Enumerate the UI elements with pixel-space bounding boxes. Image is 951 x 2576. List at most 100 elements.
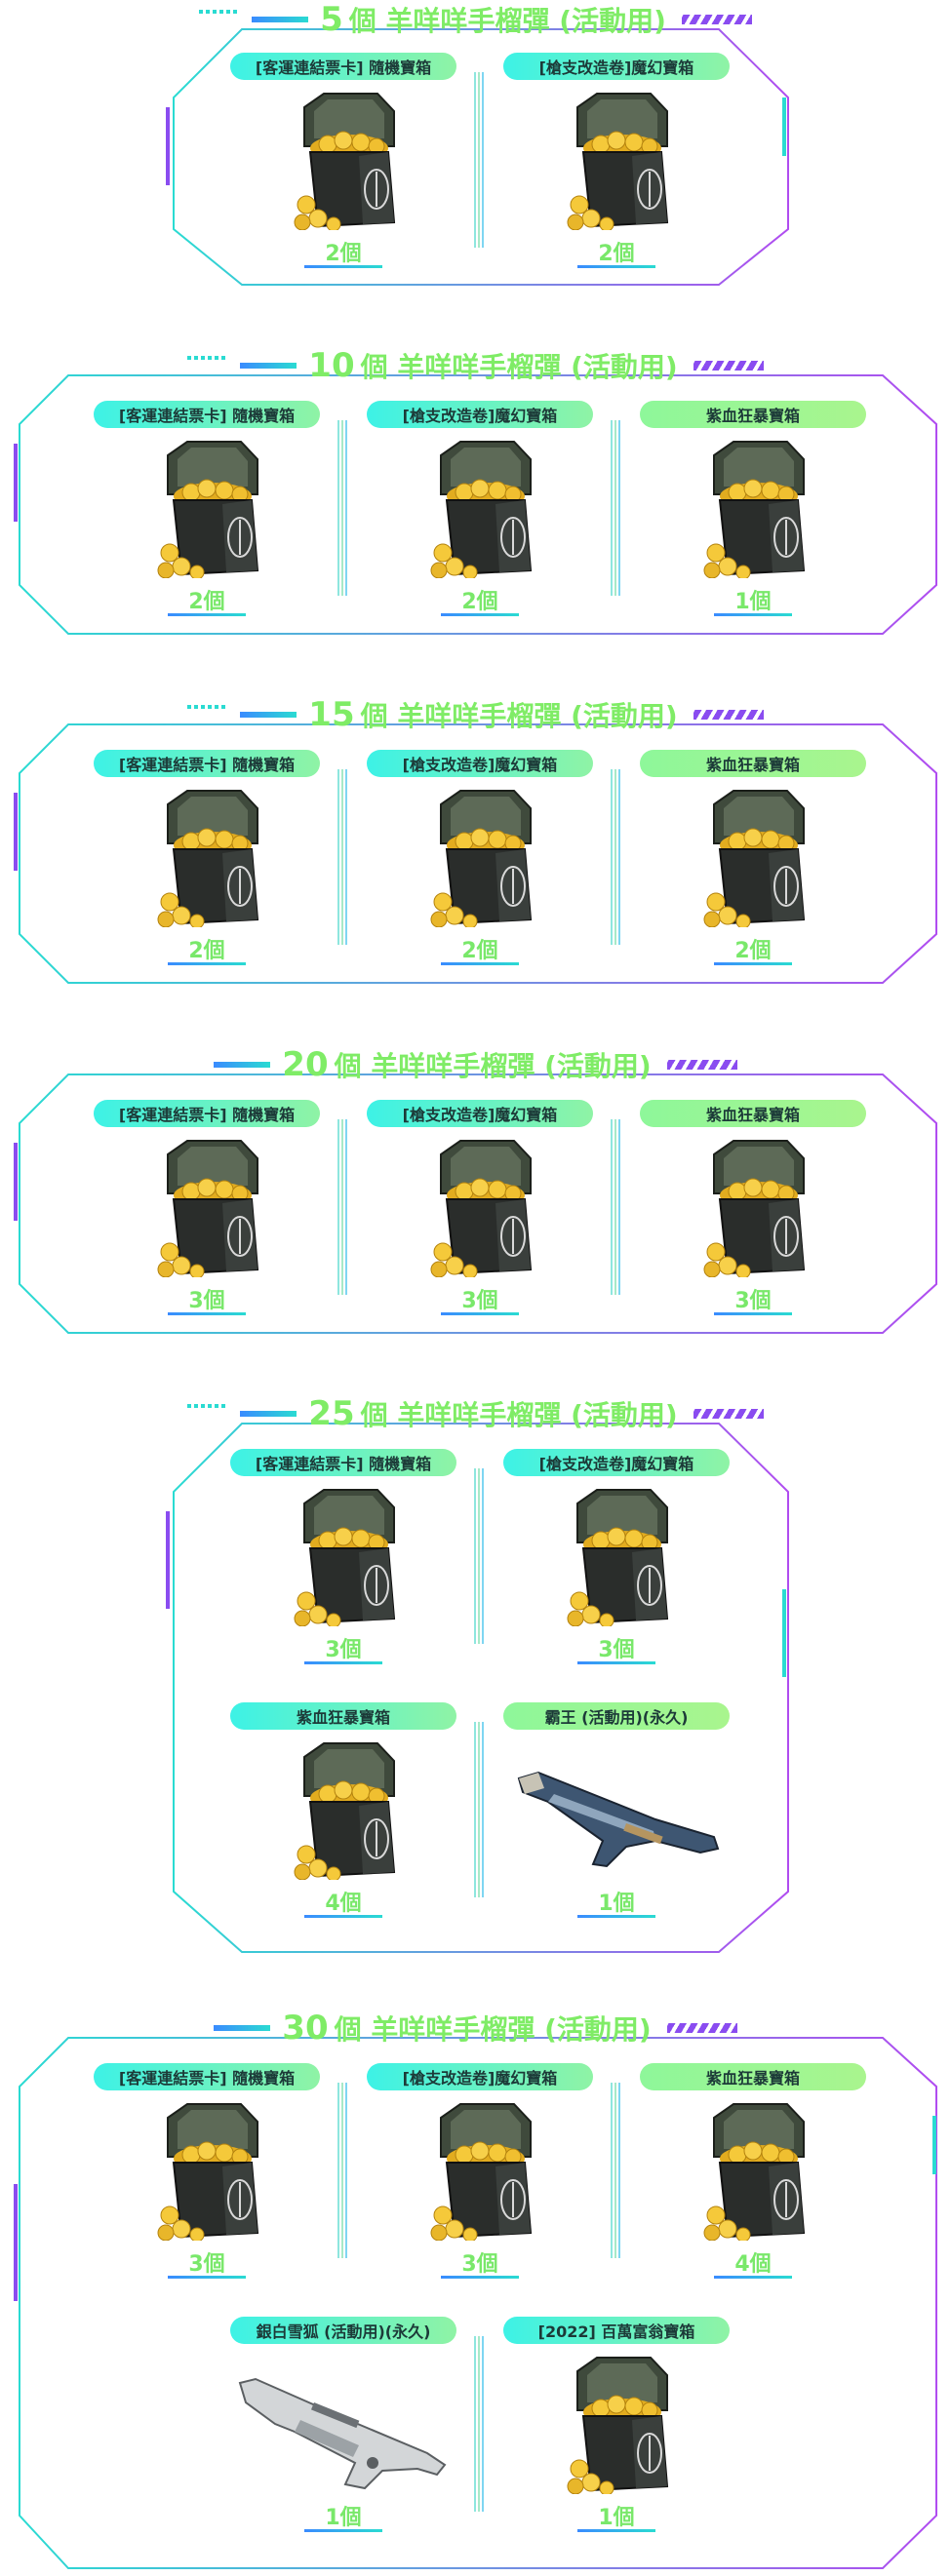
column-divider	[611, 1119, 620, 1295]
treasure-chest-icon	[430, 441, 532, 578]
quantity-underline	[304, 1661, 382, 1664]
item-quantity: 2個	[188, 939, 225, 963]
treasure-chest-icon	[294, 93, 395, 230]
reward-section-25: 25 個 羊咩咩手榴彈 (活動用) [客運連結票卡] 隨機寶箱 3個 [槍支改造…	[0, 1394, 951, 1970]
treasure-chest-icon	[567, 1489, 668, 1626]
quantity-underline	[714, 962, 792, 965]
section-frame	[14, 723, 937, 984]
item-quantity: 2個	[325, 242, 362, 266]
item-label: [客運連結票卡] 隨機寶箱	[94, 2063, 320, 2090]
title-bar-decoration	[214, 2025, 271, 2031]
section-title: 25 個 羊咩咩手榴彈 (活動用)	[0, 1394, 951, 1433]
column-divider	[474, 1722, 484, 1897]
quantity-underline	[577, 2529, 655, 2532]
item-label: [槍支改造卷]魔幻寶箱	[367, 1100, 593, 1127]
reward-item: [客運連結票卡] 隨機寶箱 2個	[230, 53, 456, 296]
item-label: [客運連結票卡] 隨機寶箱	[94, 1100, 320, 1127]
title-text: 個 羊咩咩手榴彈 (活動用)	[360, 700, 678, 732]
quantity-underline	[577, 1661, 655, 1664]
reward-item: [槍支改造卷]魔幻寶箱 3個	[367, 1100, 593, 1344]
treasure-chest-icon	[430, 1140, 532, 1277]
reward-item: 銀白雪狐 (活動用)(永久) 1個	[230, 2317, 456, 2560]
reward-item: [客運連結票卡] 隨機寶箱 3個	[94, 1100, 320, 1344]
item-label: 紫血狂暴寶箱	[640, 401, 866, 428]
item-quantity: 3個	[188, 1289, 225, 1313]
treasure-chest-icon	[567, 93, 668, 230]
column-divider	[337, 1119, 347, 1295]
title-dots-decoration	[187, 1404, 227, 1408]
reward-item: [槍支改造卷]魔幻寶箱 2個	[503, 53, 730, 296]
quantity-underline	[441, 613, 519, 616]
assault-rifle-icon	[239, 2378, 446, 2489]
item-quantity: 3個	[461, 2252, 498, 2277]
quantity-underline	[168, 2276, 246, 2279]
treasure-chest-icon	[157, 790, 258, 927]
item-label: 紫血狂暴寶箱	[640, 2063, 866, 2090]
quantity-underline	[304, 1915, 382, 1918]
reward-item: [客運連結票卡] 隨機寶箱 2個	[94, 401, 320, 644]
item-quantity: 1個	[325, 2506, 362, 2530]
item-label: 紫血狂暴寶箱	[640, 1100, 866, 1127]
column-divider	[337, 420, 347, 596]
grenade-count: 30	[282, 2009, 329, 2048]
quantity-underline	[441, 962, 519, 965]
column-divider	[337, 2083, 347, 2258]
section-frame	[14, 1073, 937, 1334]
reward-item: [2022] 百萬富翁寶箱 1個	[503, 2317, 730, 2560]
item-quantity: 1個	[598, 1892, 635, 1916]
quantity-underline	[441, 2276, 519, 2279]
treasure-chest-icon	[157, 441, 258, 578]
title-bar-decoration	[240, 712, 297, 718]
title-text: 個 羊咩咩手榴彈 (活動用)	[334, 2013, 652, 2046]
title-stripes-decoration	[681, 15, 752, 24]
item-quantity: 3個	[188, 2252, 225, 2277]
item-label: [槍支改造卷]魔幻寶箱	[367, 750, 593, 777]
quantity-underline	[577, 1915, 655, 1918]
reward-item: [客運連結票卡] 隨機寶箱 2個	[94, 750, 320, 994]
item-quantity: 1個	[734, 590, 772, 614]
title-text: 個 羊咩咩手榴彈 (活動用)	[360, 1399, 678, 1431]
item-label: [槍支改造卷]魔幻寶箱	[503, 53, 730, 80]
section-frame	[14, 2037, 937, 2569]
treasure-chest-icon	[294, 1489, 395, 1626]
title-bar-decoration	[240, 1411, 297, 1417]
column-divider	[337, 769, 347, 945]
reward-item: 霸王 (活動用)(永久) 1個	[503, 1702, 730, 1946]
title-stripes-decoration	[693, 1409, 764, 1419]
treasure-chest-icon	[703, 441, 805, 578]
reward-item: 紫血狂暴寶箱 4個	[230, 1702, 456, 1946]
quantity-underline	[714, 1312, 792, 1315]
section-frame	[14, 374, 937, 635]
quantity-underline	[168, 1312, 246, 1315]
item-label: 霸王 (活動用)(永久)	[503, 1702, 730, 1730]
item-quantity: 2個	[734, 939, 772, 963]
column-divider	[611, 420, 620, 596]
column-divider	[474, 72, 484, 248]
quantity-underline	[441, 1312, 519, 1315]
item-quantity: 2個	[461, 939, 498, 963]
title-bar-decoration	[252, 17, 309, 22]
reward-item: [槍支改造卷]魔幻寶箱 2個	[367, 401, 593, 644]
reward-section-20: 20 個 羊咩咩手榴彈 (活動用) [客運連結票卡] 隨機寶箱 3個 [槍支改造…	[0, 1045, 951, 1347]
reward-item: [客運連結票卡] 隨機寶箱 3個	[94, 2063, 320, 2307]
grenade-count: 25	[308, 1394, 355, 1433]
item-label: [槍支改造卷]魔幻寶箱	[367, 2063, 593, 2090]
section-title: 10 個 羊咩咩手榴彈 (活動用)	[0, 346, 951, 385]
title-stripes-decoration	[693, 361, 764, 371]
quantity-underline	[304, 2529, 382, 2532]
item-label: [客運連結票卡] 隨機寶箱	[94, 750, 320, 777]
shotgun-icon	[518, 1772, 719, 1867]
column-divider	[474, 1468, 484, 1644]
grenade-count: 10	[308, 346, 355, 385]
reward-section-30: 30 個 羊咩咩手榴彈 (活動用) [客運連結票卡] 隨機寶箱 3個 [槍支改造…	[0, 2009, 951, 2576]
item-quantity: 3個	[461, 1289, 498, 1313]
reward-item: 紫血狂暴寶箱 3個	[640, 1100, 866, 1344]
quantity-underline	[168, 962, 246, 965]
reward-section-5: 5 個 羊咩咩手榴彈 (活動用) [客運連結票卡] 隨機寶箱 2個 [槍支改造卷…	[0, 0, 951, 302]
title-text: 個 羊咩咩手榴彈 (活動用)	[360, 351, 678, 383]
column-divider	[611, 2083, 620, 2258]
reward-item: 紫血狂暴寶箱 4個	[640, 2063, 866, 2307]
title-stripes-decoration	[666, 1060, 737, 1070]
title-dots-decoration	[199, 10, 239, 14]
reward-item: [客運連結票卡] 隨機寶箱 3個	[230, 1449, 456, 1693]
